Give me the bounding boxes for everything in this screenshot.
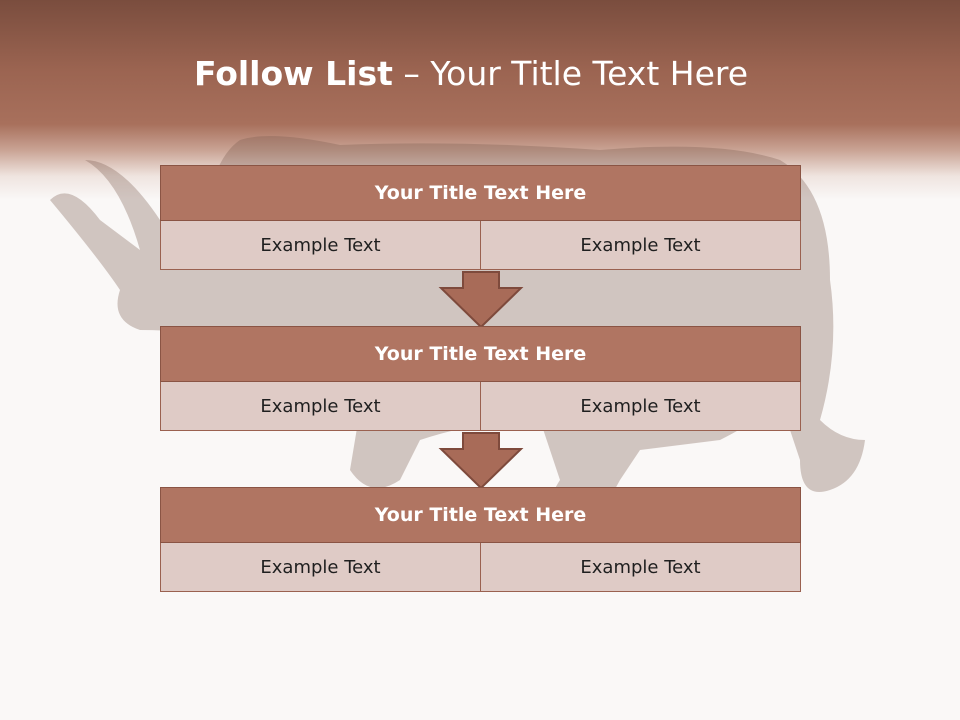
list-block-2: Your Title Text Here Example Text Exampl…	[160, 326, 801, 431]
title-rest-part: – Your Title Text Here	[392, 54, 749, 93]
list-block-3: Your Title Text Here Example Text Exampl…	[160, 487, 801, 592]
down-arrow-icon	[438, 271, 524, 329]
block-row: Example Text Example Text	[160, 543, 801, 592]
block-row: Example Text Example Text	[160, 221, 801, 270]
down-arrow-icon	[438, 432, 524, 490]
block-title[interactable]: Your Title Text Here	[160, 326, 801, 382]
block-row: Example Text Example Text	[160, 382, 801, 431]
block-title[interactable]: Your Title Text Here	[160, 165, 801, 221]
title-bold-part: Follow List	[193, 54, 393, 93]
example-cell-right[interactable]: Example Text	[481, 382, 801, 431]
example-cell-left[interactable]: Example Text	[160, 382, 481, 431]
block-title[interactable]: Your Title Text Here	[160, 487, 801, 543]
example-cell-left[interactable]: Example Text	[160, 221, 481, 270]
list-block-1: Your Title Text Here Example Text Exampl…	[160, 165, 801, 270]
slide-title: Follow List – Your Title Text Here	[0, 54, 942, 93]
example-cell-right[interactable]: Example Text	[481, 543, 801, 592]
example-cell-right[interactable]: Example Text	[481, 221, 801, 270]
example-cell-left[interactable]: Example Text	[160, 543, 481, 592]
